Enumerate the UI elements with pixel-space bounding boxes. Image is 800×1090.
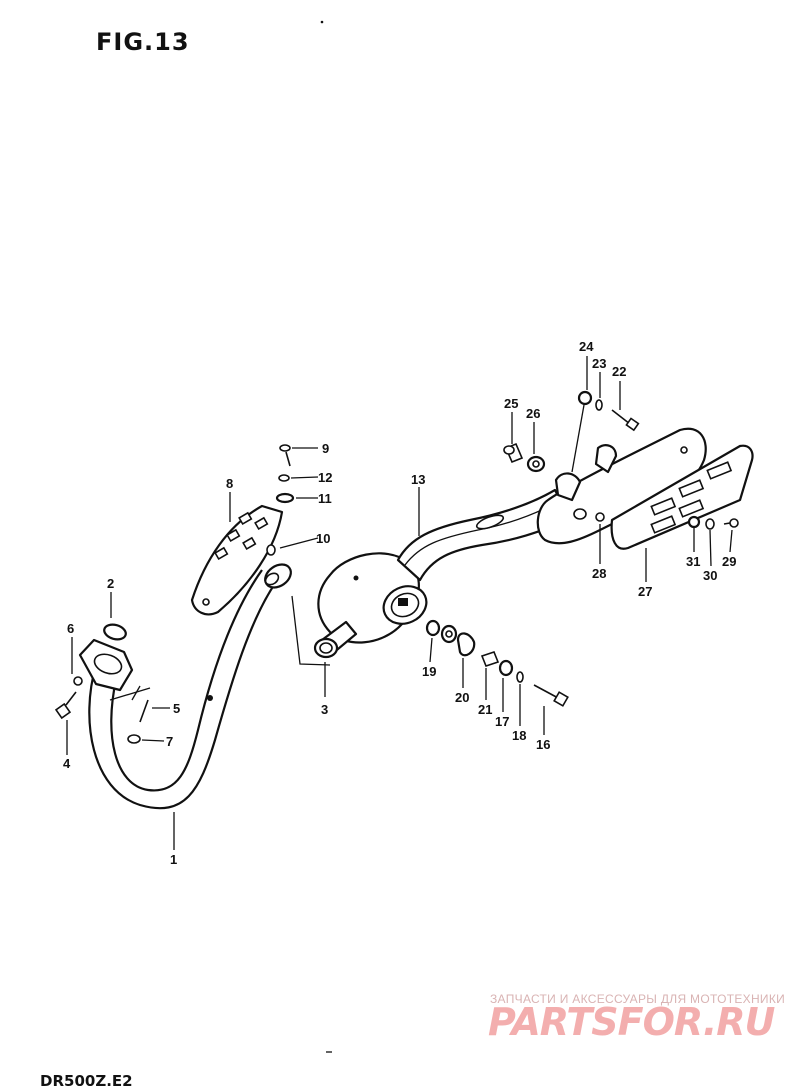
washer — [577, 390, 593, 406]
bolt-16 — [533, 684, 569, 707]
exhaust-header-pipe — [88, 563, 292, 810]
joint-pipe — [313, 620, 358, 659]
spring-washer — [595, 399, 603, 411]
leader-lines — [66, 356, 733, 850]
callout-13: 13 — [411, 472, 425, 487]
clip-nut — [127, 734, 141, 744]
nut-small — [73, 676, 83, 686]
callout-27: 27 — [638, 584, 652, 599]
exhaust-flange — [78, 638, 134, 692]
cushion-rubber — [456, 632, 476, 657]
callout-29: 29 — [722, 554, 736, 569]
callout-23: 23 — [592, 356, 606, 371]
gasket — [103, 623, 127, 641]
callout-22: 22 — [612, 364, 626, 379]
callout-20: 20 — [455, 690, 469, 705]
shield-washer — [705, 518, 715, 530]
callout-26: 26 — [526, 406, 540, 421]
callout-28: 28 — [592, 566, 606, 581]
watermark-tagline: ЗАПЧАСТИ И АКСЕССУАРЫ ДЛЯ МОТОТЕХНИКИ — [490, 992, 786, 1006]
callout-5: 5 — [173, 701, 180, 716]
heat-shield-muffler — [610, 444, 754, 550]
callout-16: 16 — [536, 737, 550, 752]
washer-19 — [425, 619, 441, 637]
collar — [266, 544, 276, 556]
cushion — [526, 455, 546, 473]
muffler-bracket — [554, 444, 618, 502]
callout-17: 17 — [495, 714, 509, 729]
shield-collar — [687, 515, 701, 529]
callout-18: 18 — [512, 728, 526, 743]
pin — [139, 699, 149, 723]
washer-large — [440, 624, 458, 644]
watermark-logo: PARTSFOR.RU — [488, 1000, 775, 1044]
callout-25: 25 — [504, 396, 518, 411]
callout-11: 11 — [318, 491, 332, 506]
callout-30: 30 — [703, 568, 717, 583]
diagram-code: DR500Z.E2 — [40, 1072, 133, 1090]
washer-17 — [498, 659, 514, 677]
callout-21: 21 — [478, 702, 492, 717]
shield-screw — [723, 518, 739, 528]
callout-9: 9 — [322, 441, 329, 456]
callout-3: 3 — [321, 702, 328, 717]
callout-7: 7 — [166, 734, 173, 749]
stud-bolt — [54, 691, 77, 720]
washer-small — [278, 474, 290, 482]
muffler-connector — [317, 552, 428, 644]
callout-1: 1 — [170, 852, 177, 867]
figure-title: FIG.13 — [96, 28, 190, 56]
bolt — [611, 409, 640, 432]
callout-8: 8 — [226, 476, 233, 491]
grommet — [275, 492, 295, 504]
spacer — [503, 442, 524, 464]
heat-shield-header — [190, 504, 284, 616]
callout-2: 2 — [107, 576, 114, 591]
spring-washer-18 — [516, 671, 524, 683]
washer-muffler — [595, 512, 605, 522]
callout-19: 19 — [422, 664, 436, 679]
callout-31: 31 — [686, 554, 700, 569]
callout-6: 6 — [67, 621, 74, 636]
callout-labels: 1 2 3 4 5 6 7 8 9 10 11 12 13 16 17 18 1… — [63, 339, 736, 867]
spacer-21 — [480, 651, 500, 667]
callout-12: 12 — [318, 470, 332, 485]
screw — [279, 444, 291, 467]
callout-10: 10 — [316, 531, 330, 546]
callout-24: 24 — [579, 339, 594, 354]
callout-4: 4 — [63, 756, 71, 771]
